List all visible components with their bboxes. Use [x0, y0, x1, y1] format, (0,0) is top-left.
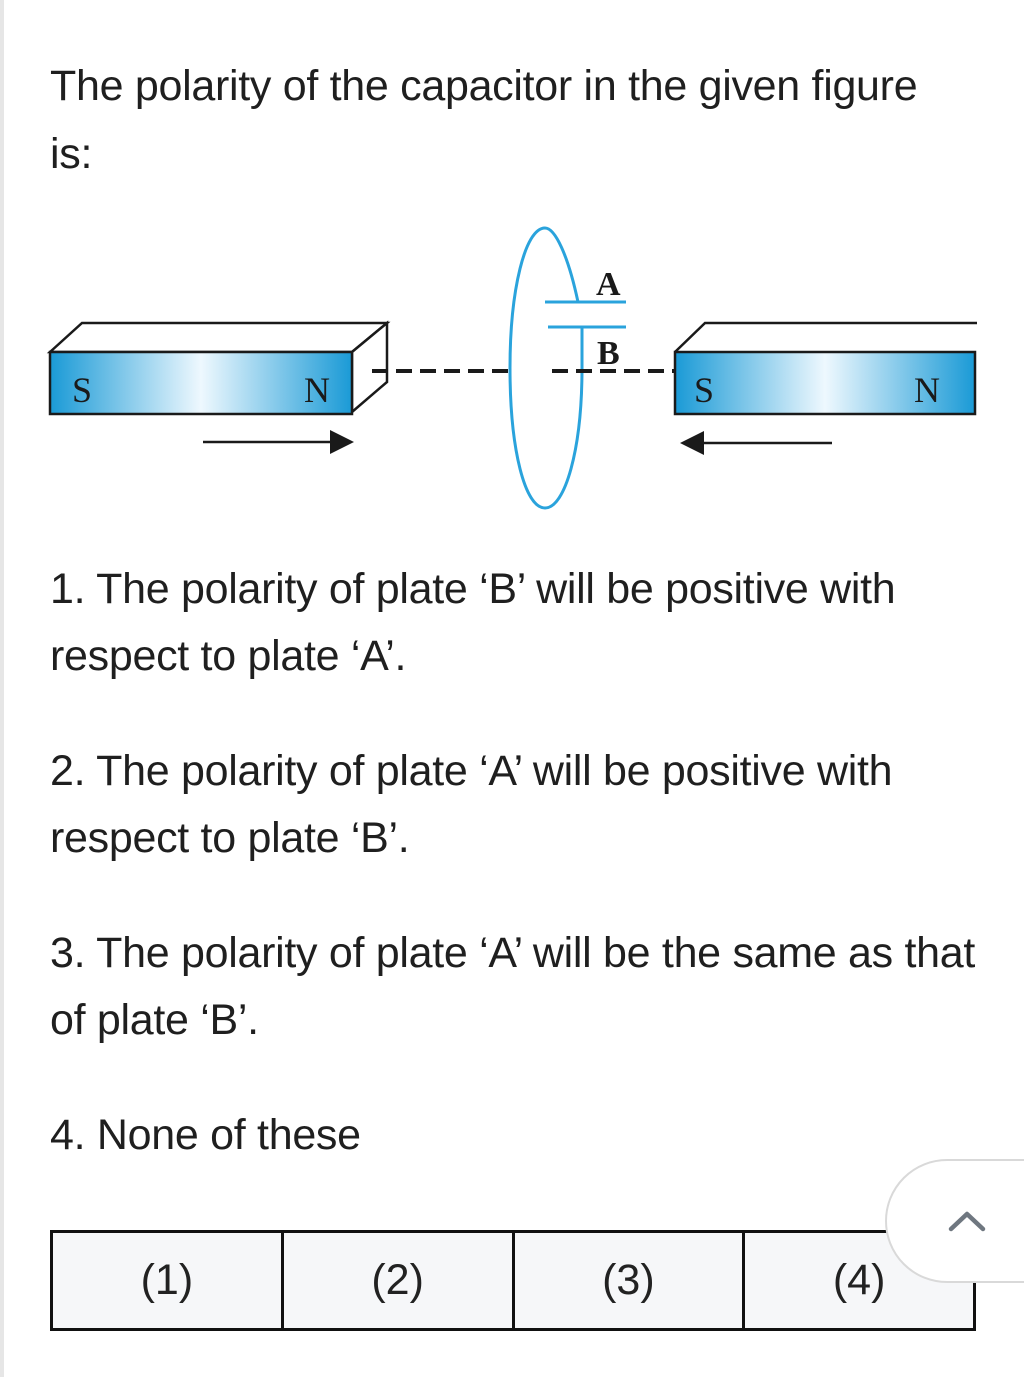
answer-choice-2[interactable]: (2)	[284, 1233, 515, 1328]
plate-b-label: B	[597, 335, 620, 372]
left-magnet-south-label: S	[72, 370, 92, 410]
right-bar-magnet: S N	[673, 321, 977, 416]
right-magnet-north-label: N	[914, 370, 940, 410]
wire-loop	[508, 226, 584, 510]
right-magnet-south-label: S	[694, 370, 714, 410]
question-figure: S N A B S N	[0, 210, 1024, 530]
answer-choice-4[interactable]: (4)	[832, 1256, 886, 1304]
option-2: 2. The polarity of plate ‘A’ will be pos…	[50, 747, 893, 862]
left-arrow-icon	[680, 431, 832, 455]
capacitor: A B	[545, 266, 626, 372]
answer-choices-table: (1) (2) (3) (4)	[50, 1230, 976, 1331]
option-3: 3. The polarity of plate ‘A’ will be the…	[50, 929, 976, 1044]
option-1: 1. The polarity of plate ‘B’ will be pos…	[50, 565, 896, 680]
left-magnet-north-label: N	[304, 370, 330, 410]
chevron-up-icon	[947, 1209, 987, 1238]
answer-choice-3[interactable]: (3)	[515, 1233, 746, 1328]
left-bar-magnet: S N	[46, 320, 391, 416]
answer-choice-1[interactable]: (1)	[53, 1233, 284, 1328]
scroll-to-top-button[interactable]	[885, 1159, 1024, 1283]
page-left-border	[0, 0, 4, 1377]
plate-a-label: A	[596, 266, 621, 303]
right-arrow-icon	[203, 430, 354, 454]
option-4: 4. None of these	[50, 1111, 361, 1159]
question-text: The polarity of the capacitor in the giv…	[50, 62, 918, 178]
